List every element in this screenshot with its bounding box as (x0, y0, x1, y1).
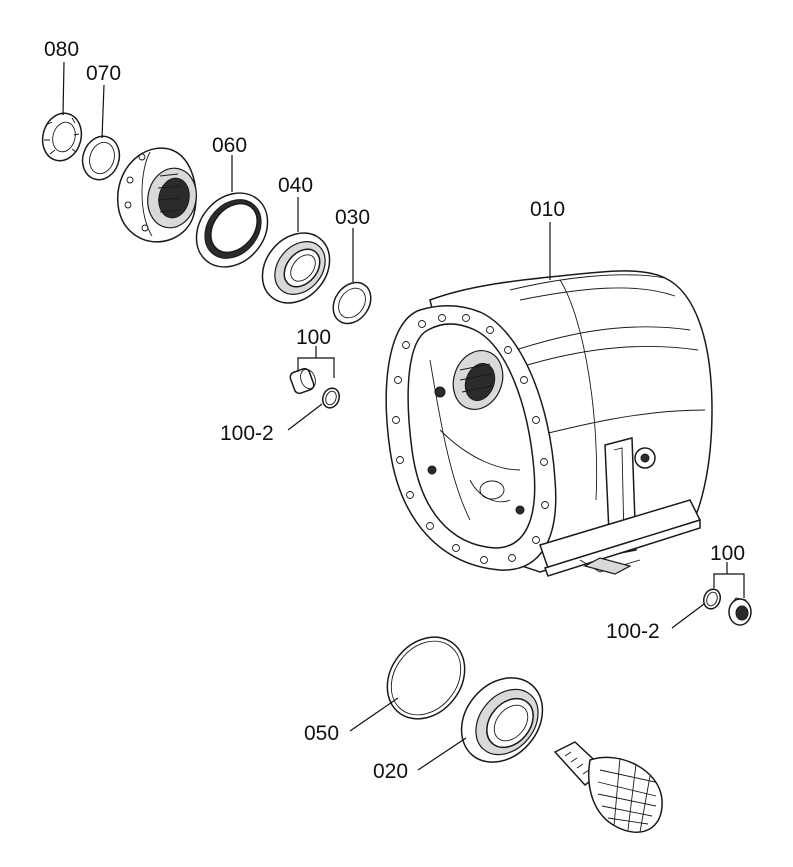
label-070: 070 (86, 62, 121, 85)
part-020-bearing (460, 677, 544, 763)
part-labels: 080 070 060 040 030 010 100 100-2 100 10… (44, 38, 745, 783)
label-050: 050 (304, 722, 339, 745)
pinion-gear (553, 741, 663, 833)
label-040: 040 (278, 174, 313, 197)
part-040-bearing (261, 232, 331, 304)
label-100-2-upper: 100-2 (220, 422, 274, 445)
label-020: 020 (373, 760, 408, 783)
part-050-oring (386, 636, 466, 720)
label-080: 080 (44, 38, 79, 61)
part-080-lock-nut (41, 112, 83, 162)
label-100-upper: 100 (296, 326, 331, 349)
leader-lines (62, 61, 745, 771)
part-070-ring (81, 135, 121, 181)
label-010: 010 (530, 198, 565, 221)
part-100-plug-upper (289, 367, 341, 409)
part-030-snap-ring (332, 281, 372, 325)
part-060-seal (195, 192, 269, 268)
label-100-2-lower: 100-2 (606, 620, 660, 643)
label-100-lower: 100 (710, 542, 745, 565)
part-010-housing (385, 270, 713, 577)
flange-bolt-holes (392, 314, 549, 564)
label-060: 060 (212, 134, 247, 157)
part-100-plug-lower (702, 588, 752, 626)
label-030: 030 (335, 206, 370, 229)
flange-hub (116, 147, 197, 243)
